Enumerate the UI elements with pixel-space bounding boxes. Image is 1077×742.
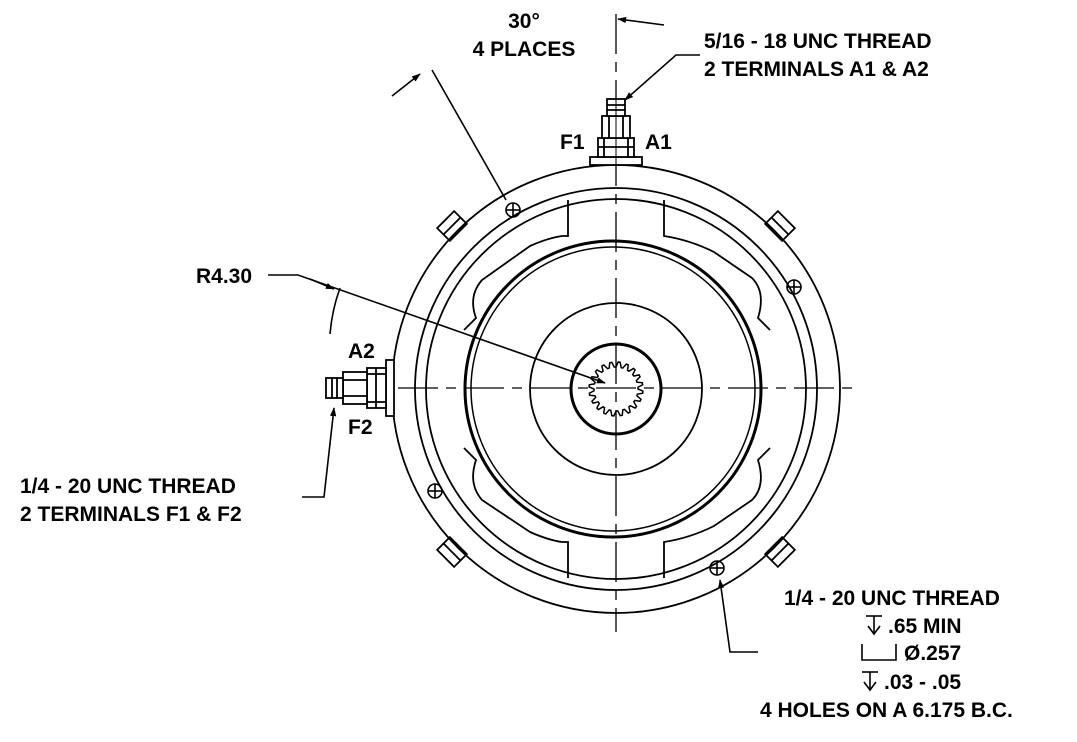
terminal-a-names: 2 TERMINALS A1 & A2 [704, 58, 929, 81]
counterbore-icon [861, 644, 897, 661]
terminal-f-names: 2 TERMINALS F1 & F2 [20, 503, 242, 526]
housing-flange-circle [414, 187, 818, 591]
terminal-f1-label: F1 [560, 131, 585, 154]
hole-counterbore-dia: Ø.257 [904, 642, 961, 665]
hole-right [786, 279, 802, 295]
terminal-f-leader [302, 407, 337, 498]
depth-icon-2 [862, 671, 878, 692]
field-poles [463, 200, 771, 578]
lug-top-right [763, 209, 797, 243]
pole-bottom-left [463, 447, 569, 578]
angle-extension-line [431, 69, 507, 201]
leaders [268, 16, 758, 653]
radius-arc-mark [329, 287, 341, 335]
hole-depth: .65 MIN [888, 615, 962, 638]
mounting-lugs [435, 209, 797, 569]
terminal-left [325, 359, 395, 417]
radius-label: R4.30 [196, 265, 252, 288]
lug-bottom-left [435, 535, 469, 569]
lug-top-left [435, 209, 469, 243]
radius-arrow [309, 278, 335, 290]
terminal-left-nut [342, 371, 368, 405]
pole-top-right [663, 200, 771, 331]
shaft-boss-circle [569, 342, 663, 436]
housing-inner-circle [425, 198, 807, 580]
angle-arrow-top [617, 16, 665, 26]
terminal-left-base [385, 359, 395, 417]
terminal-left-stud [325, 377, 344, 399]
spline-shaft [588, 361, 644, 417]
center-lines [398, 14, 860, 632]
angle-places: 4 PLACES [473, 38, 576, 61]
armature-outer-circle [463, 239, 763, 539]
terminal-f2-label: F2 [348, 416, 373, 439]
terminal-top [589, 98, 643, 166]
hole-leader [717, 579, 758, 653]
hole-top-left [505, 202, 521, 218]
terminal-a1-label: A1 [645, 131, 672, 154]
armature-inner-circle [470, 246, 756, 532]
depth-icon [866, 615, 882, 636]
terminal-a-thread: 5/16 - 18 UNC THREAD [704, 30, 932, 53]
hole-bottom-right [709, 560, 725, 576]
threaded-holes [427, 202, 802, 576]
terminal-a-leader [624, 54, 700, 101]
lug-bottom-right [763, 535, 797, 569]
angle-value: 30° [508, 10, 540, 33]
hole-left [427, 483, 443, 499]
terminal-f-thread: 1/4 - 20 UNC THREAD [20, 475, 236, 498]
commutator-circle [529, 302, 703, 476]
hole-pattern: 4 HOLES ON A 6.175 B.C. [760, 699, 1013, 722]
radius-leader [268, 274, 606, 384]
hole-thread: 1/4 - 20 UNC THREAD [784, 587, 1000, 610]
hole-counterbore-depth: .03 - .05 [884, 671, 961, 694]
angle-arrow-left [391, 73, 421, 97]
pole-top-left [463, 200, 569, 331]
annotations: 30° 4 PLACES 5/16 - 18 UNC THREAD 2 TERM… [20, 10, 1013, 722]
pole-bottom-right [663, 447, 771, 578]
armature [463, 239, 763, 539]
terminal-a2-label: A2 [348, 340, 375, 363]
